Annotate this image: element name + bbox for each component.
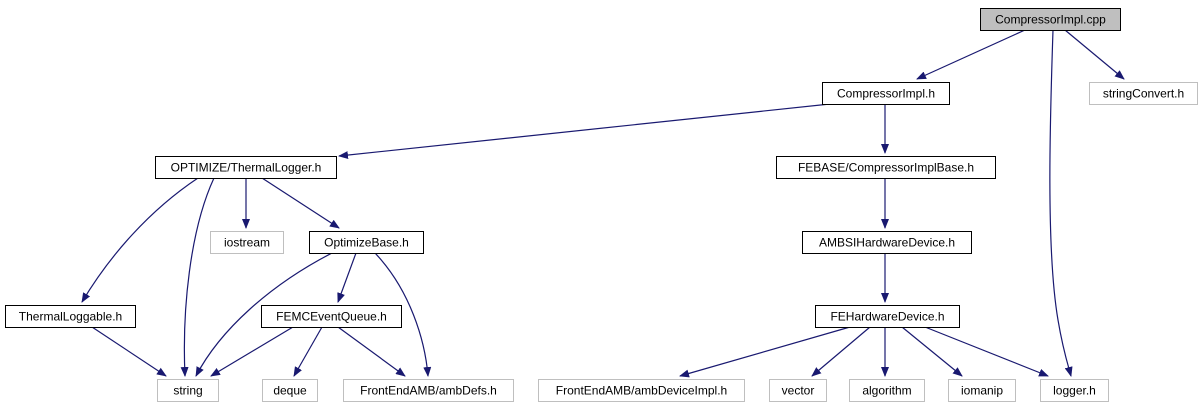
node-label: FrontEndAMB/ambDeviceImpl.h [556, 384, 727, 398]
edge-compressorimpl_h-to-thermallogger_h [338, 103, 831, 160]
edge-thermallogger_h-to-optimizebase_h [261, 177, 340, 229]
node-box [815, 305, 960, 328]
node-label: AMBSIHardwareDevice.h [819, 236, 955, 250]
node-label: string [173, 384, 202, 398]
node-thermalloggable_h[interactable]: ThermalLoggable.h [5, 305, 136, 328]
node-compressorimpl_h[interactable]: CompressorImpl.h [822, 82, 950, 105]
node-label: iomanip [961, 384, 1003, 398]
node-label: FEMCEventQueue.h [276, 310, 387, 324]
node-ambsihardwaredevice_h[interactable]: AMBSIHardwareDevice.h [802, 231, 972, 254]
node-box [157, 379, 219, 402]
node-box [210, 231, 284, 254]
node-optimizebase_h[interactable]: OptimizeBase.h [309, 231, 424, 254]
node-label: vector [782, 384, 815, 398]
edges-layer [81, 29, 1125, 378]
node-box [262, 379, 318, 402]
edge-fehardwaredevice_h-to-vector [811, 326, 871, 377]
node-label: logger.h [1053, 384, 1096, 398]
node-label: FEHardwareDevice.h [830, 310, 944, 324]
node-fehardwaredevice_h[interactable]: FEHardwareDevice.h [815, 305, 960, 328]
node-label: CompressorImpl.cpp [995, 13, 1106, 27]
node-box [776, 156, 996, 179]
edge-fehardwaredevice_h-to-ambdeviceimpl_h [679, 326, 851, 378]
node-label: OptimizeBase.h [324, 236, 409, 250]
node-label: algorithm [862, 384, 911, 398]
node-box [155, 156, 337, 179]
edge-compressorimpl_cpp-to-stringconvert_h [1064, 29, 1125, 80]
edge-compressorimpl_cpp-to-logger_h [1049, 29, 1073, 377]
edge-femceventqueue_h-to-deque [293, 326, 323, 377]
node-algorithm: algorithm [849, 379, 925, 402]
node-iomanip: iomanip [948, 379, 1016, 402]
edge-thermalloggable_h-to-string [91, 326, 167, 377]
node-vector: vector [769, 379, 827, 402]
node-box [980, 8, 1121, 31]
node-box [538, 379, 745, 402]
node-deque: deque [262, 379, 318, 402]
node-box [1040, 379, 1109, 402]
node-box [5, 305, 136, 328]
edge-fehardwaredevice_h-to-iomanip [901, 326, 963, 377]
node-compressorimpl_cpp: CompressorImpl.cpp [980, 8, 1121, 31]
node-logger_h: logger.h [1040, 379, 1109, 402]
edge-optimizebase_h-to-femceventqueue_h [337, 252, 357, 303]
edge-optimizebase_h-to-string [195, 252, 333, 377]
node-label: FEBASE/CompressorImplBase.h [798, 161, 974, 175]
node-box [343, 379, 514, 402]
node-ambdefs_h: FrontEndAMB/ambDefs.h [343, 379, 514, 402]
node-femceventqueue_h[interactable]: FEMCEventQueue.h [261, 305, 402, 328]
edge-thermallogger_h-to-thermalloggable_h [81, 177, 199, 303]
node-iostream: iostream [210, 231, 284, 254]
node-string: string [157, 379, 219, 402]
node-box [822, 82, 950, 105]
edge-thermallogger_h-to-string [180, 177, 215, 377]
node-label: OPTIMIZE/ThermalLogger.h [171, 161, 322, 175]
node-box [261, 305, 402, 328]
node-stringconvert_h: stringConvert.h [1089, 82, 1198, 105]
edge-femceventqueue_h-to-ambdefs_h [337, 326, 406, 377]
node-label: deque [273, 384, 307, 398]
node-label: FrontEndAMB/ambDefs.h [360, 384, 497, 398]
node-label: iostream [224, 236, 270, 250]
node-box [948, 379, 1016, 402]
edge-compressorimpl_cpp-to-compressorimpl_h [916, 29, 1026, 80]
node-box [309, 231, 424, 254]
node-thermallogger_h[interactable]: OPTIMIZE/ThermalLogger.h [155, 156, 337, 179]
node-box [802, 231, 972, 254]
node-label: ThermalLoggable.h [19, 310, 122, 324]
node-compressorimplbase_h[interactable]: FEBASE/CompressorImplBase.h [776, 156, 996, 179]
node-box [849, 379, 925, 402]
edge-optimizebase_h-to-ambdefs_h [374, 252, 432, 377]
node-box [769, 379, 827, 402]
edge-femceventqueue_h-to-string [210, 326, 294, 377]
node-ambdeviceimpl_h: FrontEndAMB/ambDeviceImpl.h [538, 379, 745, 402]
edge-fehardwaredevice_h-to-logger_h [924, 326, 1049, 377]
node-box [1089, 82, 1198, 105]
node-label: CompressorImpl.h [837, 87, 935, 101]
node-label: stringConvert.h [1103, 87, 1184, 101]
